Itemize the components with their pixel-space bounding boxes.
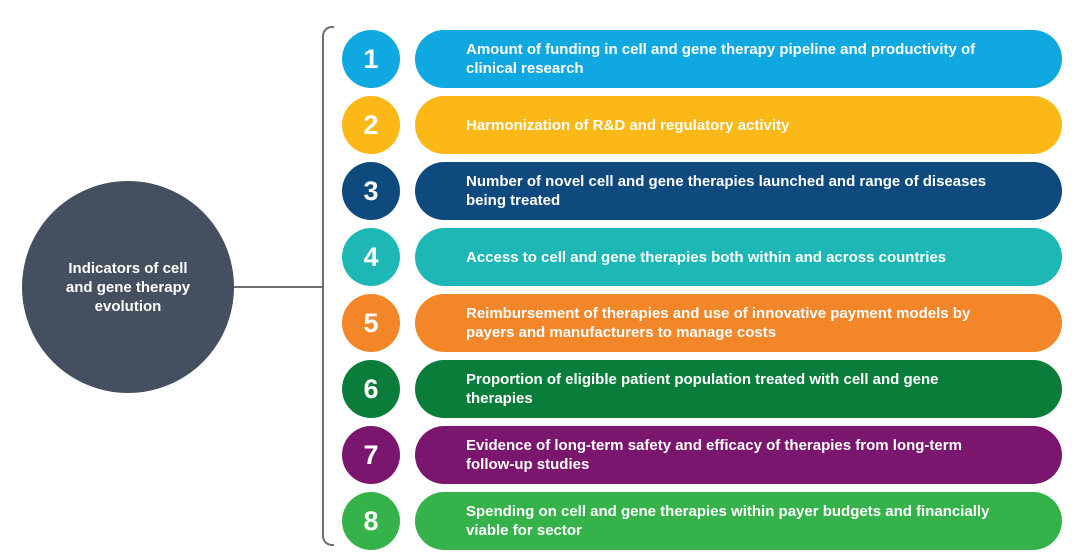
hub-connector-line <box>234 286 322 288</box>
indicator-row-1: 1 Amount of funding in cell and gene the… <box>342 30 1062 88</box>
indicator-pill: Reimbursement of therapies and use of in… <box>415 294 1062 352</box>
indicator-row-5: 5 Reimbursement of therapies and use of … <box>342 294 1062 352</box>
indicator-row-6: 6 Proportion of eligible patient populat… <box>342 360 1062 418</box>
indicator-pill: Number of novel cell and gene therapies … <box>415 162 1062 220</box>
indicator-row-2: 2 Harmonization of R&D and regulatory ac… <box>342 96 1062 154</box>
indicator-text: Harmonization of R&D and regulatory acti… <box>466 116 790 134</box>
hub-circle: Indicators of cell and gene therapy evol… <box>22 181 234 393</box>
indicator-pill: Spending on cell and gene therapies with… <box>415 492 1062 550</box>
indicator-pill: Amount of funding in cell and gene thera… <box>415 30 1062 88</box>
indicator-row-4: 4 Access to cell and gene therapies both… <box>342 228 1062 286</box>
indicator-number-badge: 7 <box>342 426 400 484</box>
indicator-number-badge: 8 <box>342 492 400 550</box>
indicator-pill: Access to cell and gene therapies both w… <box>415 228 1062 286</box>
indicator-pill: Harmonization of R&D and regulatory acti… <box>415 96 1062 154</box>
indicator-text: Number of novel cell and gene therapies … <box>466 173 987 209</box>
indicator-number-badge: 4 <box>342 228 400 286</box>
list-bracket <box>322 26 334 546</box>
indicator-row-8: 8 Spending on cell and gene therapies wi… <box>342 492 1062 550</box>
indicator-text: Amount of funding in cell and gene thera… <box>466 41 976 77</box>
indicator-text: Evidence of long-term safety and efficac… <box>466 437 962 473</box>
indicator-text: Reimbursement of therapies and use of in… <box>466 305 971 341</box>
indicator-pill: Evidence of long-term safety and efficac… <box>415 426 1062 484</box>
indicator-pill: Proportion of eligible patient populatio… <box>415 360 1062 418</box>
indicator-text: Spending on cell and gene therapies with… <box>466 503 990 539</box>
hub-label: Indicators of cell and gene therapy evol… <box>65 259 191 315</box>
indicator-number-badge: 5 <box>342 294 400 352</box>
indicator-text: Proportion of eligible patient populatio… <box>466 371 939 407</box>
indicator-number-badge: 6 <box>342 360 400 418</box>
indicator-number-badge: 1 <box>342 30 400 88</box>
indicator-row-3: 3 Number of novel cell and gene therapie… <box>342 162 1062 220</box>
indicator-number-badge: 2 <box>342 96 400 154</box>
indicator-number-badge: 3 <box>342 162 400 220</box>
indicator-text: Access to cell and gene therapies both w… <box>466 248 947 266</box>
indicator-row-7: 7 Evidence of long-term safety and effic… <box>342 426 1062 484</box>
